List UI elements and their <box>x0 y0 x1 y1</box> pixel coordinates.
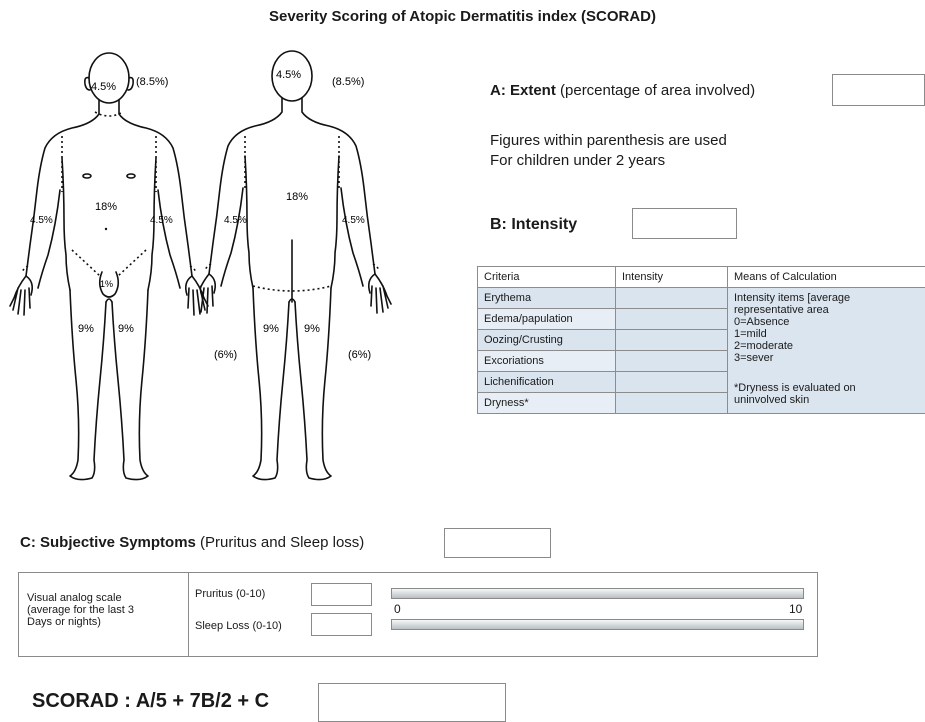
criteria-erythema: Erythema <box>478 288 616 309</box>
front-leg-left-label: 9% <box>78 323 94 335</box>
subjective-symptoms-input[interactable] <box>444 528 551 558</box>
extent-note: Figures within parenthesis are used For … <box>490 131 727 171</box>
criteria-oozing-crusting: Oozing/Crusting <box>478 330 616 351</box>
scale-max-label: 10 <box>789 602 802 616</box>
back-leg-child-left-label: (6%) <box>214 349 237 361</box>
sleep-loss-label: Sleep Loss (0-10) <box>195 620 282 632</box>
vas-description: Visual analog scale (average for the las… <box>19 573 189 656</box>
front-arm-right-label: 4.5% <box>150 215 173 226</box>
front-head-child-label: (8.5%) <box>136 76 168 88</box>
intensity-cell[interactable] <box>616 351 728 372</box>
pruritus-scale-slider[interactable] <box>391 588 804 599</box>
intensity-criteria-table: Criteria Intensity Means of Calculation … <box>477 266 925 414</box>
back-head-label: 4.5% <box>276 69 301 81</box>
front-genital-label: 1% <box>100 279 113 289</box>
subjective-symptoms-label: C: Subjective Symptoms (Pruritus and Sle… <box>20 534 364 551</box>
front-body-figure: 4.5% (8.5%) 18% 4.5% 4.5% 1% 9% 9% <box>0 40 230 490</box>
back-leg-right-label: 9% <box>304 323 320 335</box>
intensity-cell[interactable] <box>616 309 728 330</box>
criteria-dryness: Dryness* <box>478 393 616 414</box>
intensity-label: B: Intensity <box>490 216 577 234</box>
visual-analog-scale-panel: Visual analog scale (average for the las… <box>18 572 818 657</box>
front-head-label: 4.5% <box>91 81 116 93</box>
table-header-means: Means of Calculation <box>728 267 925 288</box>
table-header-intensity: Intensity <box>616 267 728 288</box>
intensity-cell[interactable] <box>616 288 728 309</box>
sleep-loss-input[interactable] <box>311 613 372 636</box>
criteria-excoriations: Excoriations <box>478 351 616 372</box>
table-header-criteria: Criteria <box>478 267 616 288</box>
extent-label: A: Extent (percentage of area involved) <box>490 82 755 99</box>
front-trunk-label: 18% <box>95 201 117 213</box>
front-leg-right-label: 9% <box>118 323 134 335</box>
means-of-calculation: Intensity items [average representative … <box>728 288 925 414</box>
extent-input[interactable] <box>832 74 925 106</box>
back-leg-child-right-label: (6%) <box>348 349 371 361</box>
back-leg-left-label: 9% <box>263 323 279 335</box>
criteria-edema-papulation: Edema/papulation <box>478 309 616 330</box>
intensity-input[interactable] <box>632 208 737 239</box>
pruritus-input[interactable] <box>311 583 372 606</box>
sleep-loss-scale-slider[interactable] <box>391 619 804 630</box>
scale-min-label: 0 <box>394 602 401 616</box>
intensity-cell[interactable] <box>616 372 728 393</box>
intensity-cell[interactable] <box>616 330 728 351</box>
pruritus-label: Pruritus (0-10) <box>195 588 265 600</box>
back-head-child-label: (8.5%) <box>332 76 364 88</box>
back-arm-left-label: 4.5% <box>224 215 247 226</box>
back-body-figure: 4.5% (8.5%) 18% 4.5% 4.5% 9% 9% (6%) (6%… <box>200 40 430 490</box>
scorad-formula: SCORAD : A/5 + 7B/2 + C <box>32 690 269 713</box>
page-title: Severity Scoring of Atopic Dermatitis in… <box>0 8 925 25</box>
scorad-result-input[interactable] <box>318 683 506 722</box>
intensity-cell[interactable] <box>616 393 728 414</box>
back-trunk-label: 18% <box>286 191 308 203</box>
criteria-lichenification: Lichenification <box>478 372 616 393</box>
back-arm-right-label: 4.5% <box>342 215 365 226</box>
front-arm-left-label: 4.5% <box>30 215 53 226</box>
